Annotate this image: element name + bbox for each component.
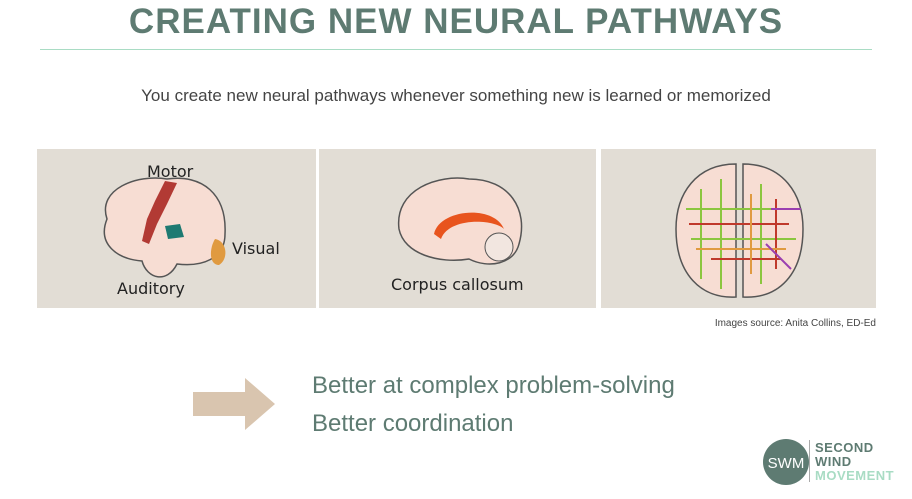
logo-wordmark: SECOND WIND MOVEMENT (815, 441, 894, 483)
logo-divider (809, 440, 810, 482)
brain-regions-image: Motor Visual Auditory (37, 149, 316, 308)
swm-logo-icon: SWM (763, 439, 809, 485)
benefit-item: Better coordination (312, 410, 514, 437)
image-source-caption: Images source: Anita Collins, ED-Ed (714, 318, 876, 329)
label-auditory: Auditory (117, 279, 185, 298)
logo-line-3: MOVEMENT (815, 468, 895, 483)
svg-text:SWM: SWM (768, 455, 805, 472)
title-divider (40, 49, 872, 50)
logo-line-2: WIND (815, 454, 852, 469)
corpus-callosum-image: Corpus callosum (319, 149, 596, 308)
brain-sagittal-illustration (398, 177, 523, 265)
label-corpus-callosum: Corpus callosum (391, 275, 524, 294)
logo-line-1: SECOND (815, 440, 874, 455)
slide-subtitle: You create new neural pathways whenever … (141, 86, 771, 105)
arrow-right-icon (193, 378, 275, 430)
label-visual: Visual (232, 239, 280, 258)
label-motor: Motor (147, 162, 194, 181)
neural-network-image (601, 149, 876, 308)
slide-title: CREATING NEW NEURAL PATHWAYS (128, 2, 784, 41)
brain-regions-illustration (103, 177, 226, 278)
neural-pathways-illustration (675, 163, 804, 298)
benefit-item: Better at complex problem-solving (312, 372, 675, 399)
